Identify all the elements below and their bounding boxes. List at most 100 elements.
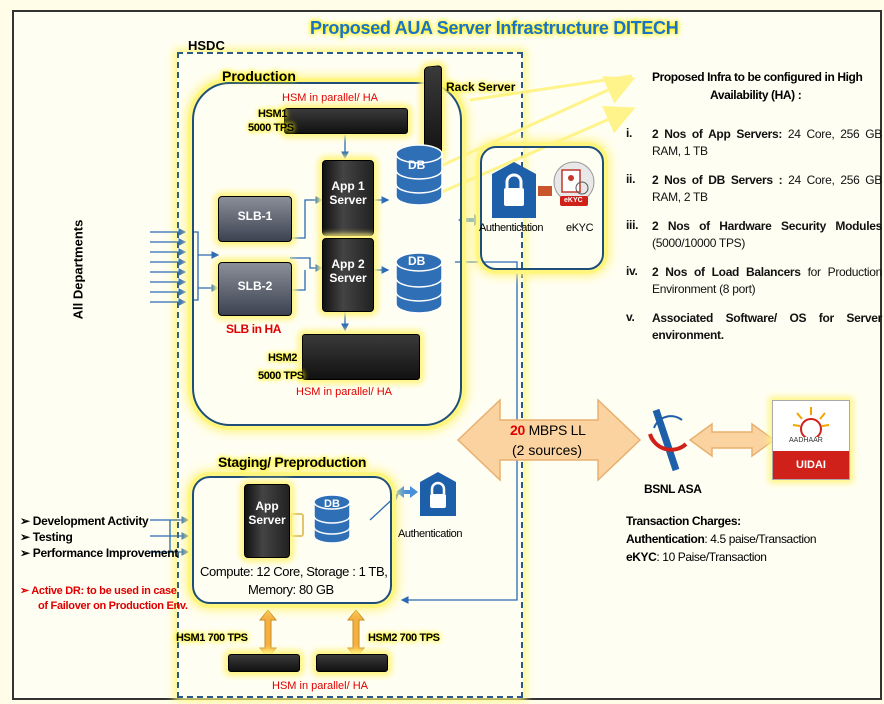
app2-label-2: Server <box>329 271 367 285</box>
uidai-label: UIDAI <box>773 451 849 479</box>
staging-db-label: DB <box>324 498 340 510</box>
staging-box <box>192 476 392 604</box>
production-label: Production <box>222 68 296 84</box>
hsm2-label: HSM2 <box>268 352 297 364</box>
authentication-label: Authentication <box>479 222 544 234</box>
auth-ekyc-box <box>480 146 604 270</box>
db1-icon <box>395 144 443 206</box>
hsm2-device-icon <box>302 334 420 380</box>
requirement-number: v. <box>626 310 635 324</box>
requirement-text: Associated Software/ OS for Server envir… <box>652 310 882 344</box>
requirement-text: 2 Nos of Hardware Security Modules (5000… <box>652 218 882 252</box>
staging-auth-label: Authentication <box>398 528 463 540</box>
requirement-item: i.2 Nos of App Servers: 24 Core, 256 GB … <box>626 126 884 170</box>
production-box <box>192 82 462 426</box>
staging-db-icon <box>313 494 351 544</box>
requirement-detail-text: for Production Environment (8 port) <box>652 265 882 296</box>
charges-auth-label: Authentication <box>626 532 705 546</box>
outer-frame <box>12 10 882 700</box>
requirements-heading-1: Proposed Infra to be configured in High <box>652 70 863 84</box>
app1-label-1: App 1 <box>331 179 365 193</box>
requirement-detail-text: 24 Core, 256 GB RAM, 1 TB <box>652 127 882 158</box>
db2-icon <box>395 252 443 314</box>
requirement-detail-text: (5000/10000 TPS) <box>652 236 746 250</box>
requirement-bold-text: 2 Nos of App Servers: <box>652 127 783 141</box>
hsm-parallel-bottom-label: HSM in parallel/ HA <box>296 386 392 398</box>
dev-item-3-text: Performance Improvement <box>32 546 178 560</box>
requirement-number: ii. <box>626 172 636 186</box>
dev-item-2-text: Testing <box>32 530 73 544</box>
requirement-item: v. Associated Software/ OS for Server env… <box>626 310 884 354</box>
hsm-parallel-top-label: HSM in parallel/ HA <box>282 92 378 104</box>
dev-item-3: ➢ Performance Improvement <box>20 546 178 560</box>
requirement-item: ii. 2 Nos of DB Servers : 24 Core, 256 GB… <box>626 172 884 216</box>
hsm1-device-icon <box>284 108 408 134</box>
requirement-item: iii. 2 Nos of Hardware Security Modules (… <box>626 218 884 262</box>
slb1-device: SLB-1 <box>218 196 292 242</box>
staging-label: Staging/ Preproduction <box>218 454 367 470</box>
requirement-text: 2 Nos of App Servers: 24 Core, 256 GB RA… <box>652 126 882 160</box>
dev-item-2: ➢ Testing <box>20 530 73 544</box>
hsm1-label: HSM1 <box>258 108 287 120</box>
charges-auth-line: Authentication: 4.5 paise/Transaction <box>626 532 817 546</box>
ekyc-icon <box>553 161 595 206</box>
requirement-bold-text: 2 Nos of DB Servers : <box>652 173 783 187</box>
rack-server-label: Rack Server <box>446 80 516 94</box>
diagram-title: Proposed AUA Server Infrastructure DITEC… <box>310 18 679 38</box>
requirement-bold-text: 2 Nos of Hardware Security Modules <box>652 219 882 233</box>
staging-app-server: App Server <box>244 484 290 558</box>
requirement-number: iv. <box>626 264 638 278</box>
staging-app-label-2: Server <box>248 513 286 527</box>
charges-ekyc-line: eKYC: 10 Paise/Transaction <box>626 550 767 564</box>
ekyc-badge: eKYC <box>564 197 583 204</box>
app2-label-1: App 2 <box>331 257 365 271</box>
dev-item-1-text: Development Activity <box>32 514 149 528</box>
bsnl-logo-icon <box>648 408 688 472</box>
ekyc-label: eKYC <box>566 222 594 234</box>
bsnl-label: BSNL ASA <box>644 482 702 496</box>
db2-label: DB <box>408 254 426 268</box>
slb1-label: SLB-1 <box>237 209 273 223</box>
dev-item-1: ➢ Development Activity <box>20 514 149 528</box>
staging-hsm2-label: HSM2 700 TPS <box>368 632 440 644</box>
staging-compute-1: Compute: 12 Core, Storage : 1 TB, <box>200 564 388 579</box>
hsm2-tps: 5000 TPS <box>258 370 304 382</box>
connector-icon <box>538 186 552 196</box>
staging-lock-icon <box>420 472 456 516</box>
requirements-heading-2: Availability (HA) : <box>710 88 802 102</box>
link-speed-number: 20 <box>510 422 525 438</box>
charges-ekyc-value: : 10 Paise/Transaction <box>656 550 767 564</box>
link-sources: (2 sources) <box>512 442 583 458</box>
charges-heading: Transaction Charges: <box>626 514 741 528</box>
staging-compute-2: Memory: 80 GB <box>248 582 334 597</box>
hsdc-zone <box>177 52 523 698</box>
charges-ekyc-label: eKYC <box>626 550 657 564</box>
requirement-bold-text: 2 Nos of Load Balancers <box>652 265 801 279</box>
staging-hsm1-label: HSM1 700 TPS <box>176 632 248 644</box>
db1-label: DB <box>408 158 426 172</box>
requirement-number: iii. <box>626 218 639 232</box>
staging-hsm-parallel-label: HSM in parallel/ HA <box>272 680 368 692</box>
lock-icon <box>492 162 536 218</box>
slb2-label: SLB-2 <box>237 279 273 293</box>
aadhaar-text: AADHAAR <box>789 437 823 444</box>
requirement-bold-text: Associated Software/ OS for Server envir… <box>652 311 882 342</box>
dr-line-2: of Failover on Production Env. <box>38 600 188 612</box>
app2-server: App 2 Server <box>322 238 374 312</box>
requirement-item: iv. 2 Nos of Load Balancers for Productio… <box>626 264 884 308</box>
dr-line-1-text: Active DR: to be used in case <box>31 585 177 597</box>
staging-hsm1-device-icon <box>228 654 300 672</box>
hsm1-tps: 5000 TPS <box>248 122 294 134</box>
slb-ha-label: SLB in HA <box>226 322 282 336</box>
app1-label-2: Server <box>329 193 367 207</box>
bandwidth-arrow <box>456 398 642 482</box>
aadhaar-sun-icon <box>792 407 830 437</box>
uidai-logo: AADHAAR UIDAI <box>772 400 850 480</box>
dr-line-1: ➢ Active DR: to be used in case <box>20 585 177 597</box>
hsdc-label: HSDC <box>188 38 225 53</box>
link-speed: 20 MBPS LL <box>510 422 586 438</box>
requirement-text: 2 Nos of DB Servers : 24 Core, 256 GB RA… <box>652 172 882 206</box>
slb2-device: SLB-2 <box>218 262 292 316</box>
